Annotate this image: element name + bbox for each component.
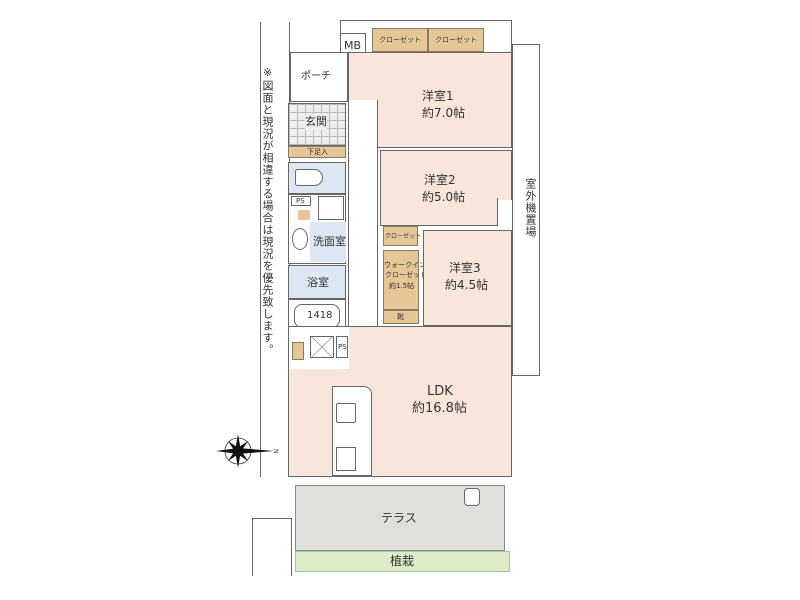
closet-b: クローゼット <box>428 28 484 52</box>
room-2-size: 約5.0帖 <box>422 190 466 204</box>
storage-cabinet <box>292 342 304 360</box>
washer-pan <box>318 196 344 220</box>
toilet-icon <box>295 169 323 186</box>
compass-icon: N <box>216 434 279 468</box>
closet-small-label: クローゼット <box>385 233 422 240</box>
pipe-shaft <box>310 336 334 358</box>
kitchen-sink-icon <box>336 403 356 423</box>
ps-1-label: PS <box>296 197 305 205</box>
toilet <box>288 162 346 194</box>
gate <box>252 518 292 576</box>
terrace: テラス <box>295 485 505 551</box>
room-2 <box>380 150 512 200</box>
planting: 植栽 <box>295 551 510 572</box>
outdoor-unit-label: 室外機置場 <box>524 178 537 238</box>
disclaimer-note: ※図面と現況が相違する場合は現況を優先致します。 <box>261 66 274 356</box>
wic-name-2: クローゼット <box>385 271 427 279</box>
room-1-size: 約7.0帖 <box>422 106 466 120</box>
room-2-lower <box>380 198 498 226</box>
shoe-storage: 下足入 <box>288 146 346 158</box>
ps-2-label: PS <box>338 343 347 351</box>
bathtub-label: 1418 <box>307 310 333 321</box>
sink-icon <box>292 228 308 250</box>
bathtub-area: 1418 <box>288 299 346 333</box>
faucet-icon <box>464 488 480 506</box>
room-3-size: 約4.5帖 <box>445 278 489 292</box>
wic-size: 約1.5帖 <box>389 282 415 290</box>
porch: ポーチ <box>290 52 348 102</box>
ldk-name: LDK <box>427 384 453 399</box>
bathtub-icon: 1418 <box>294 304 340 328</box>
planting-label: 植栽 <box>390 554 415 568</box>
shoe-storage-label: 下足入 <box>307 148 328 156</box>
bathroom: 浴室 <box>288 265 346 299</box>
compass-north-label: N <box>272 449 279 454</box>
porch-label: ポーチ <box>301 71 331 82</box>
ps-1: PS <box>291 196 311 206</box>
shoe-closet-label: 靴 <box>397 313 404 321</box>
washroom-label: 洗面室 <box>313 235 346 248</box>
ps-2: PS <box>336 336 348 358</box>
wic-name: ウォークイン <box>384 261 426 269</box>
outdoor-unit-area <box>512 44 540 376</box>
kitchen-counter <box>332 386 372 476</box>
cabinet <box>298 210 310 220</box>
entrance-label: 玄関 <box>305 114 327 130</box>
room-3 <box>423 230 512 326</box>
room-1-name: 洋室1 <box>422 89 454 103</box>
room-2-name: 洋室2 <box>424 173 456 187</box>
washroom-floor <box>310 222 346 262</box>
closet-a: クローゼット <box>372 28 428 52</box>
stove-icon <box>336 447 356 471</box>
closet-b-label: クローゼット <box>435 36 477 44</box>
closet-a-label: クローゼット <box>379 36 421 44</box>
closet-small: クローゼット <box>383 226 422 246</box>
hallway <box>348 100 378 326</box>
terrace-label: テラス <box>381 511 417 525</box>
mb-label: MB <box>344 39 362 52</box>
room-3-name: 洋室3 <box>449 261 481 275</box>
bath-label: 浴室 <box>307 276 329 289</box>
walk-in-closet: ウォークイン クローゼット 約1.5帖 <box>383 250 427 310</box>
entrance: 玄関 <box>288 103 346 146</box>
ldk-size: 約16.8帖 <box>412 401 467 416</box>
shoe-closet: 靴 <box>383 310 419 324</box>
